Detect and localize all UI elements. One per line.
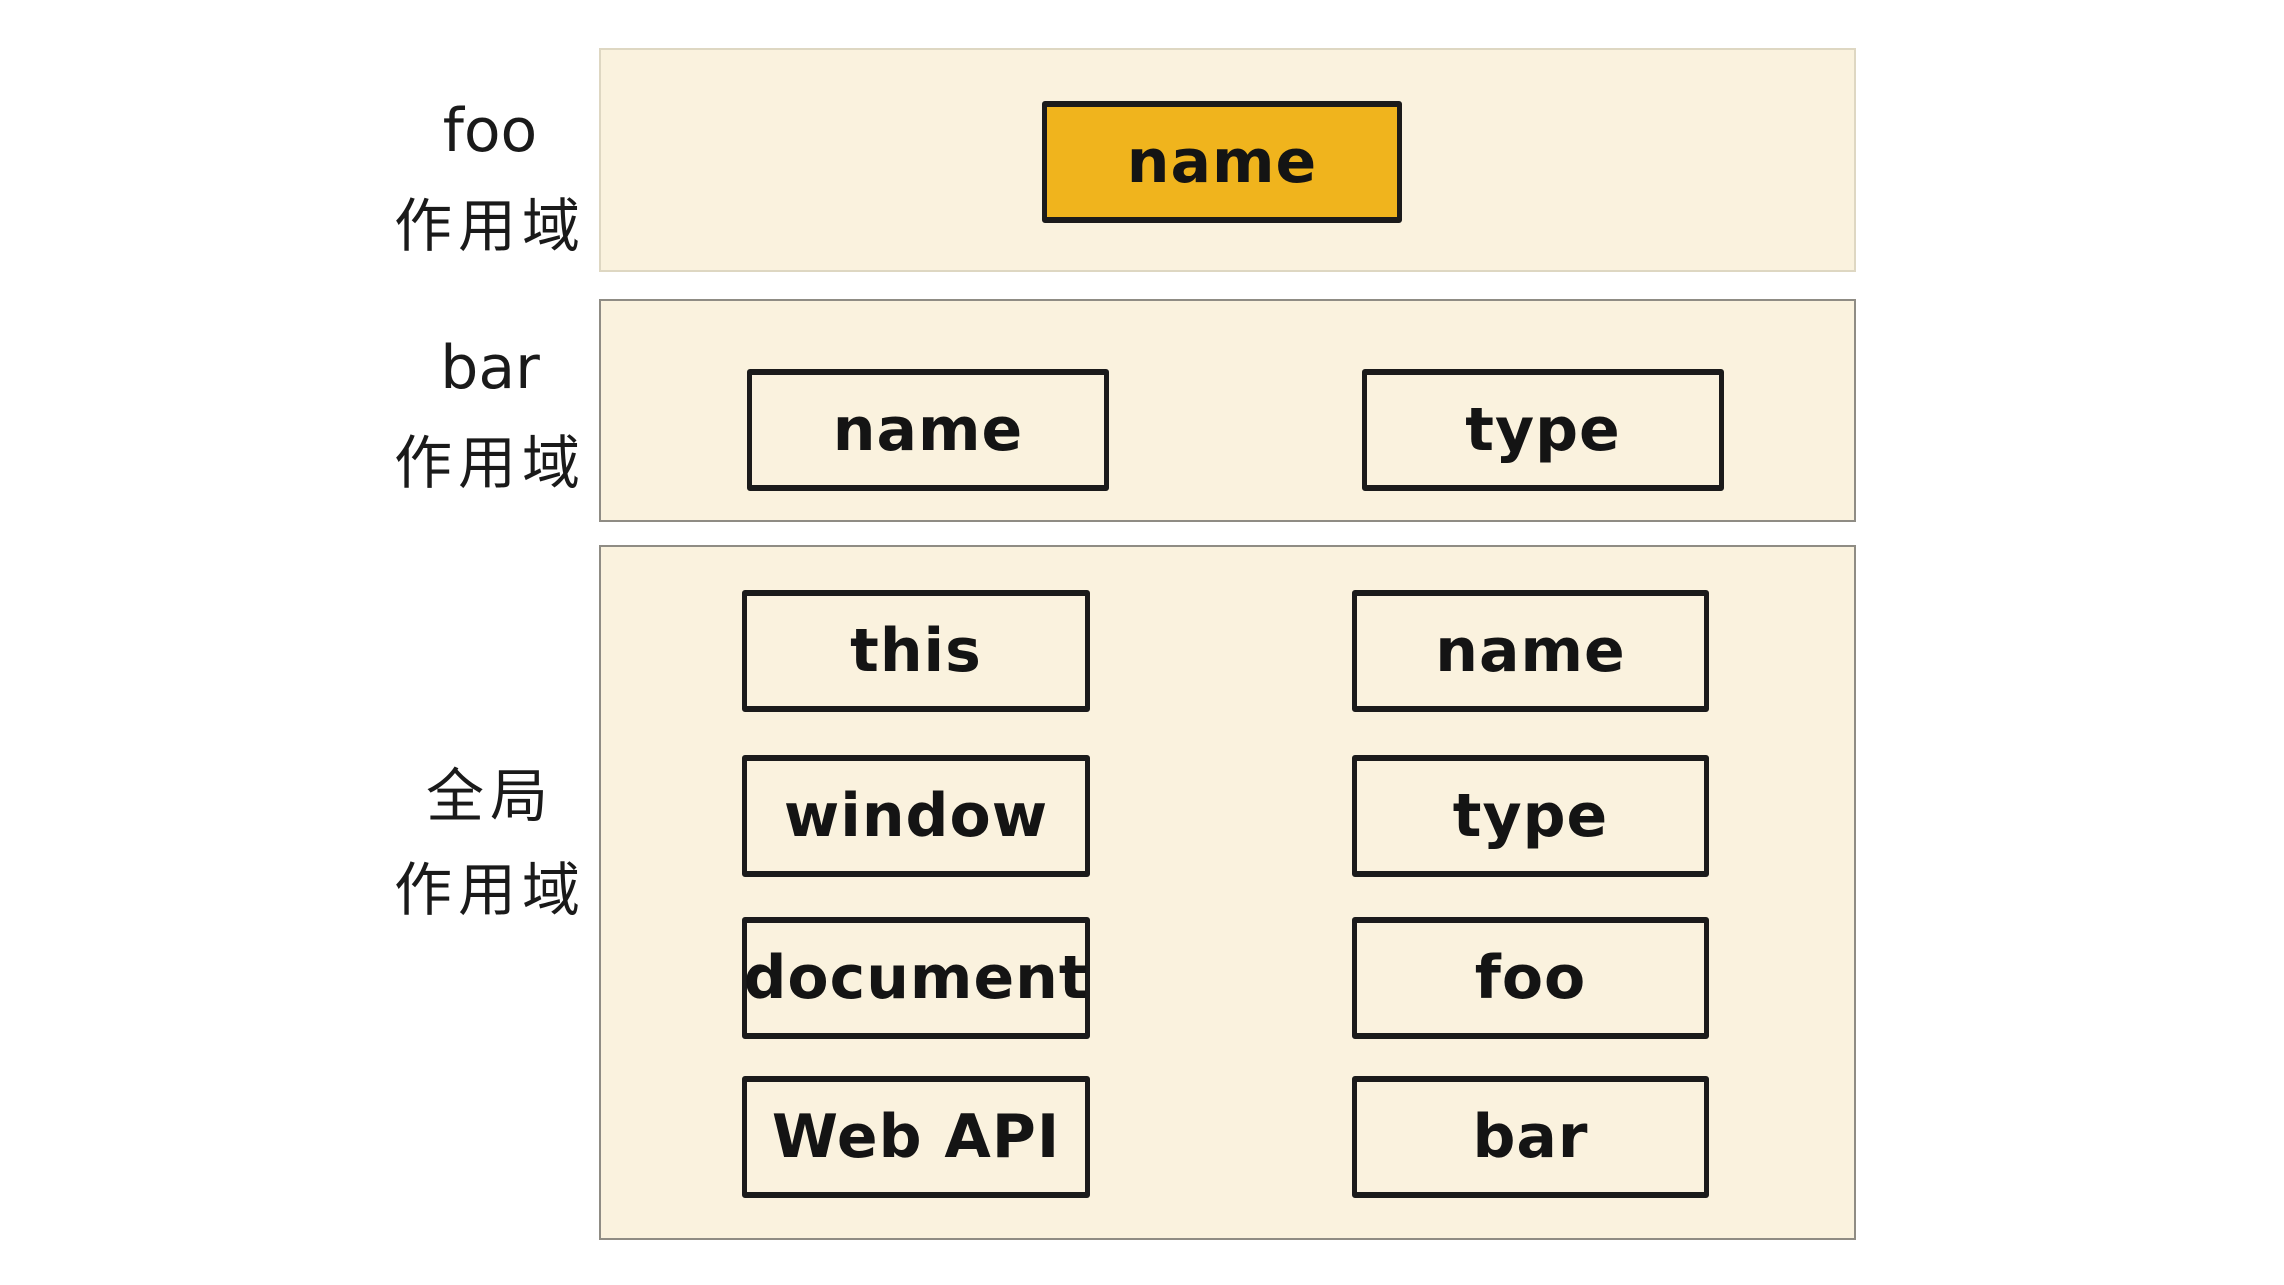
var-label-type: type (1452, 781, 1609, 851)
var-box-foo: foo (1352, 917, 1709, 1039)
foo-scope-container: name (599, 48, 1856, 272)
global-scope-label-name: 全局 (425, 761, 554, 830)
global-scope-label-suffix: 作用域 (393, 855, 586, 924)
var-box-name-highlighted: name (1042, 101, 1402, 223)
global-scope-container: this window document Web API name type f… (599, 545, 1856, 1240)
foo-scope-label: foo 作用域 (340, 66, 640, 290)
var-box-name: name (747, 369, 1109, 491)
var-label-window: window (783, 781, 1049, 851)
foo-scope-label-suffix: 作用域 (393, 192, 586, 260)
var-box-document: document (742, 917, 1090, 1039)
var-box-web-api: Web API (742, 1076, 1090, 1198)
var-label-foo: foo (1474, 943, 1587, 1013)
var-label-name: name (832, 395, 1024, 465)
bar-scope-label: bar 作用域 (340, 303, 640, 526)
var-box-type: type (1362, 369, 1724, 491)
var-box-window: window (742, 755, 1090, 877)
var-label-this: this (850, 616, 982, 686)
var-label-type: type (1465, 395, 1621, 465)
var-box-this: this (742, 590, 1090, 712)
bar-scope-label-name: bar (440, 332, 540, 403)
var-box-bar: bar (1352, 1076, 1709, 1198)
bar-scope-container: name type (599, 299, 1856, 522)
var-label-web-api: Web API (771, 1102, 1061, 1172)
var-box-name: name (1352, 590, 1709, 712)
bar-scope-label-suffix: 作用域 (393, 428, 586, 497)
var-label-name: name (1435, 616, 1626, 686)
foo-scope-label-name: foo (442, 96, 538, 166)
var-label-name: name (1126, 127, 1318, 197)
var-box-type: type (1352, 755, 1709, 877)
global-scope-label: 全局 作用域 (340, 495, 640, 1190)
var-label-document: document (743, 943, 1089, 1013)
var-label-bar: bar (1472, 1102, 1589, 1172)
